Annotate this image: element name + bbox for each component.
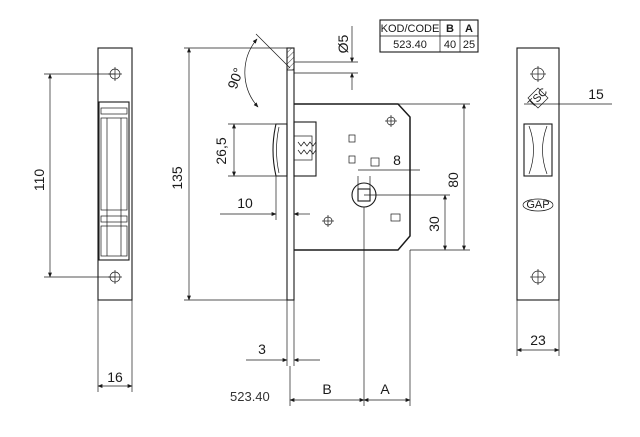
- dimension-15: 15: [524, 86, 612, 105]
- dim-8-label: 8: [393, 152, 401, 168]
- table-header-code: KOD/CODE: [381, 23, 440, 35]
- code-table: KOD/CODE B A 523.40 40 25: [379, 19, 479, 53]
- dim-26-5-label: 26,5: [213, 137, 229, 164]
- screw-hole-icon: [530, 269, 546, 285]
- latch-bolt: [272, 121, 317, 177]
- dim-80-label: 80: [445, 172, 461, 188]
- dimension-110: 110: [31, 73, 115, 278]
- dim-16-label: 16: [107, 369, 123, 385]
- dimension-23: 23: [516, 300, 560, 356]
- dimension-30: 30: [364, 194, 450, 251]
- table-cell-code: 523.40: [393, 39, 427, 51]
- dim-b-label: B: [322, 381, 331, 397]
- dimension-8: 8: [357, 152, 420, 189]
- tsc-logo-text: TSC: [526, 86, 550, 110]
- lock-body-view: [272, 47, 411, 301]
- angle-90-label: 90°: [224, 66, 246, 91]
- dimension-d5: Ø5: [294, 26, 358, 90]
- dim-30-label: 30: [426, 216, 442, 232]
- dim-10-label: 10: [237, 195, 253, 211]
- dimension-3: 3: [246, 300, 320, 366]
- screw-hole-icon: [530, 66, 546, 82]
- table-cell-b: 40: [444, 39, 456, 51]
- dim-a-label: A: [380, 381, 390, 397]
- dimension-135: 135: [169, 47, 287, 301]
- dimension-80: 80: [398, 103, 470, 251]
- table-header-b: B: [446, 23, 454, 35]
- dim-d5-label: Ø5: [335, 34, 351, 53]
- dim-135-label: 135: [169, 166, 185, 190]
- dim-3-label: 3: [258, 341, 266, 357]
- tsc-logo-icon: TSC: [526, 86, 550, 110]
- brand-logo-text: GAP: [526, 199, 549, 211]
- dimension-b-a: B A: [289, 207, 411, 406]
- dimension-10: 10: [220, 176, 310, 220]
- strike-plate-view: [97, 47, 133, 301]
- table-cell-a: 25: [463, 39, 475, 51]
- dimension-26-5: 26,5: [213, 123, 276, 177]
- dim-23-label: 23: [530, 332, 546, 348]
- screw-hole-icon: [322, 215, 334, 227]
- product-code: 523.40: [230, 389, 270, 404]
- screw-hole-icon: [385, 115, 397, 127]
- table-header-a: A: [465, 23, 473, 35]
- dimension-16: 16: [97, 300, 133, 392]
- angle-90: 90°: [224, 33, 291, 108]
- faceplate-view: TSC GAP: [516, 47, 560, 301]
- dim-110-label: 110: [31, 169, 47, 192]
- dim-15-label: 15: [588, 86, 604, 102]
- brand-logo-icon: GAP: [522, 198, 554, 212]
